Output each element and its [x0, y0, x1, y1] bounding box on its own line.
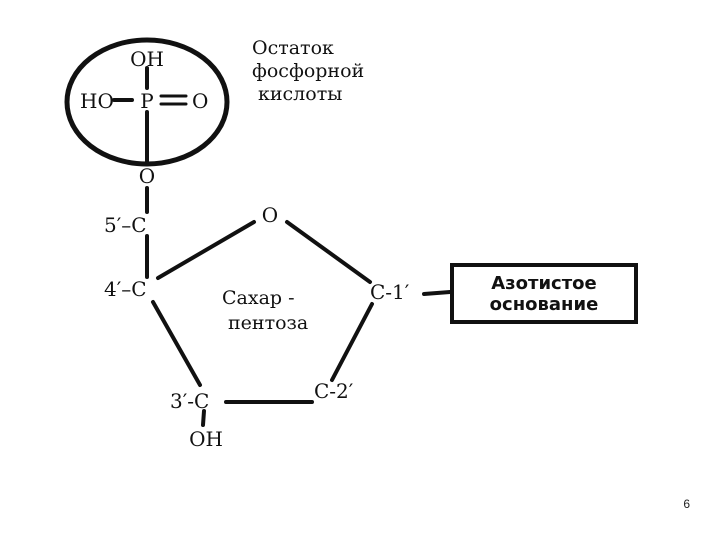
phosphate-link-o-label: O: [139, 164, 155, 188]
carbon-3-oh-label: OH: [189, 427, 223, 451]
bond-c4-ringo: [156, 220, 256, 280]
carbon-1-label: C-1′: [370, 280, 410, 304]
phosphate-oh-label: OH: [130, 47, 164, 71]
carbon-3-label: 3′-C: [170, 389, 209, 413]
carbon-5-label: 5′–C: [104, 213, 147, 237]
phosphate-ho-label: HO: [80, 89, 114, 113]
phosphate-caption-line-3: кислоты: [258, 83, 342, 105]
phosphate-double-o-label: O: [192, 89, 208, 113]
bond-ringo-c1: [285, 220, 372, 284]
carbon-2-label: C-2′: [314, 379, 354, 403]
phosphate-caption-line-1: Остаток: [252, 37, 334, 59]
sugar-caption-line-2: пентоза: [228, 312, 308, 334]
ring-oxygen-label: O: [262, 203, 278, 227]
base-box: [450, 263, 638, 324]
base-caption-line-2: основание: [490, 294, 599, 315]
base-caption-line-1: Азотистое: [491, 273, 596, 294]
bond-c4-c3: [151, 300, 202, 387]
bond-c3-oh: [201, 409, 206, 427]
bond-c1-c2: [330, 302, 374, 382]
page-number: 6: [683, 497, 690, 511]
phosphorus-label: P: [140, 89, 153, 113]
bond-c1-base: [422, 290, 452, 296]
carbon-4-label: 4′–C: [104, 277, 147, 301]
sugar-caption-line-1: Сахар -: [222, 287, 295, 309]
phosphate-caption-line-2: фосфорной: [252, 60, 364, 82]
